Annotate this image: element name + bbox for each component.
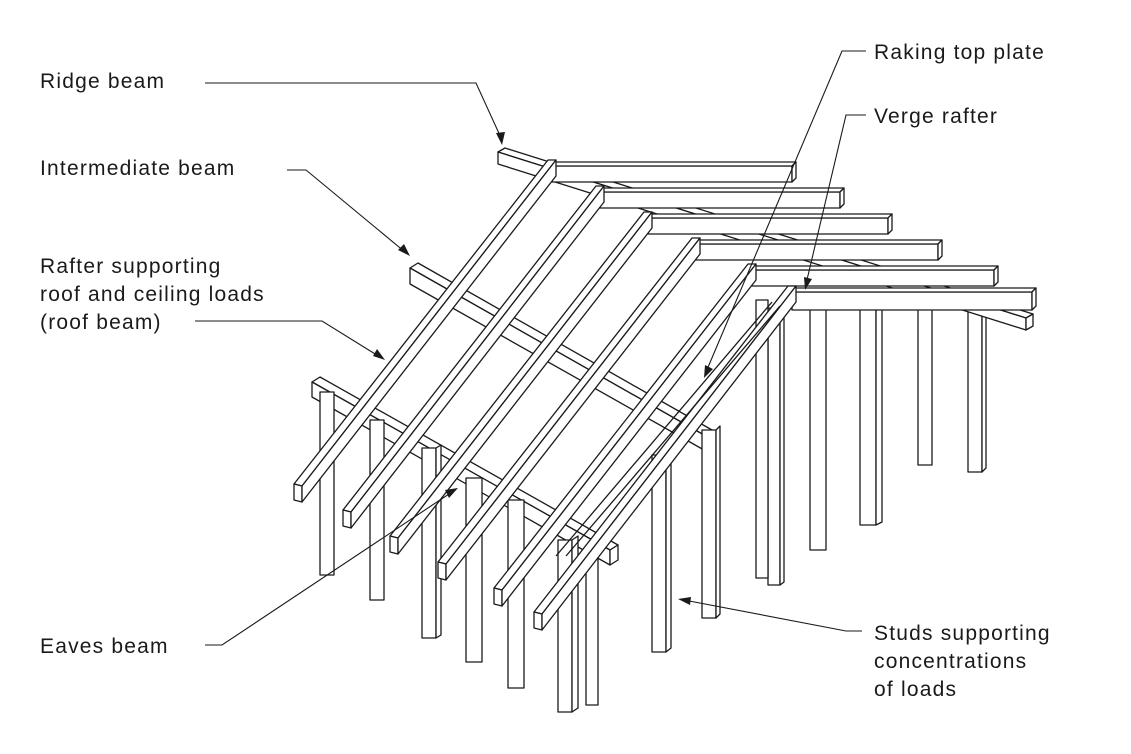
leader-lines (195, 50, 866, 646)
eaves-beam-label: Eaves beam (40, 635, 169, 658)
front-studs (319, 391, 721, 713)
intermediate-beam-label: Intermediate beam (40, 157, 236, 180)
rafter-label-line1: Rafter supporting (40, 255, 222, 278)
rafter-label-line3: (roof beam) (40, 311, 162, 334)
rafters (293, 159, 797, 631)
rafter-label-line2: roof and ceiling loads (40, 283, 265, 306)
ridge-beam-label: Ridge beam (40, 70, 166, 93)
studs-label-line1: Studs supporting (874, 622, 1051, 645)
back-studs (755, 295, 987, 586)
studs-label-line3: of loads (874, 678, 958, 701)
raking-top-plate (555, 301, 781, 557)
studs-label-line2: concentrations (874, 650, 1028, 673)
verge-rafter-label: Verge rafter (874, 105, 999, 128)
raking-top-plate-label: Raking top plate (874, 41, 1045, 64)
